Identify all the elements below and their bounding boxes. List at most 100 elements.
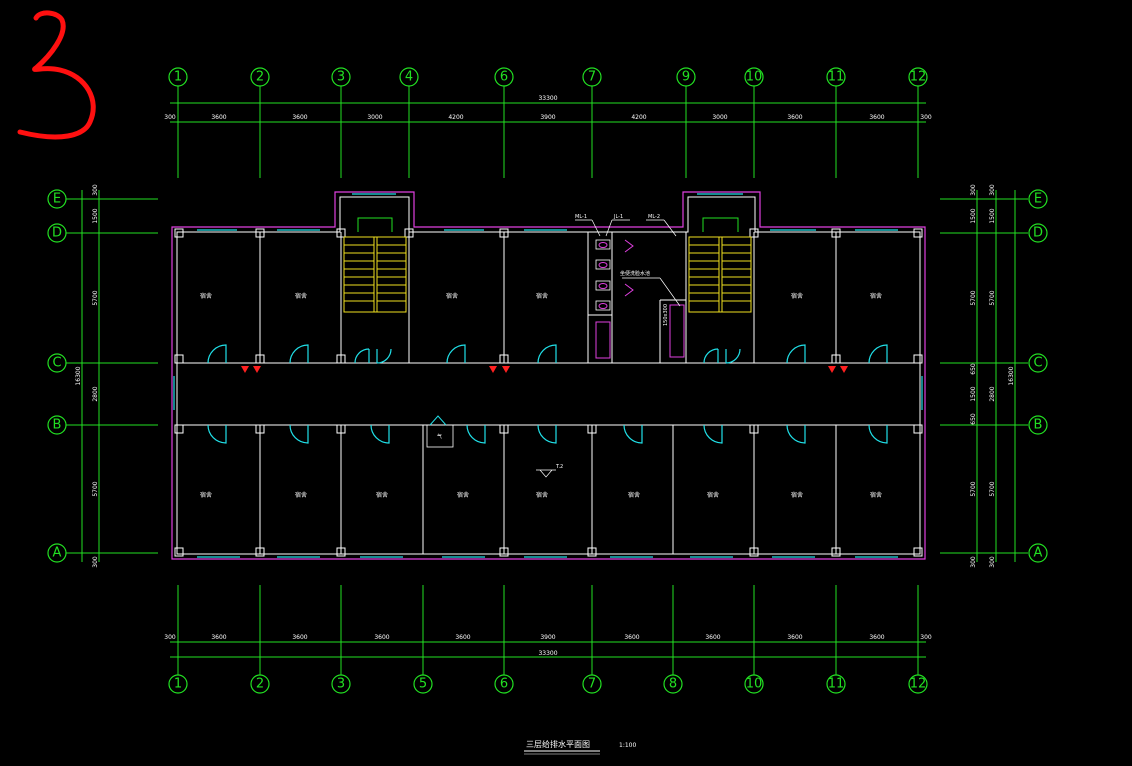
svg-text:12: 12 [910, 70, 927, 85]
svg-text:宿舍: 宿舍 [376, 491, 388, 499]
svg-text:3: 3 [337, 677, 345, 692]
dimension-lines-top [170, 102, 926, 123]
svg-text:宿舍: 宿舍 [870, 491, 882, 499]
svg-text:3600: 3600 [787, 634, 802, 641]
svg-text:宿舍: 宿舍 [536, 292, 548, 300]
svg-text:8: 8 [669, 677, 677, 692]
svg-text:C: C [52, 356, 61, 371]
svg-text:宿舍: 宿舍 [791, 292, 803, 300]
grid-lines-vertical [177, 86, 919, 676]
grid-lines-horizontal [66, 198, 1028, 554]
washroom-fixtures [588, 239, 686, 363]
axis-bubbles-bottom: 1 2 3 5 6 7 8 10 11 12 [168, 674, 928, 694]
svg-text:3000: 3000 [367, 114, 382, 121]
svg-text:2: 2 [256, 677, 264, 692]
pipe-label-ml2: ML-2 [648, 214, 660, 220]
pipe-label-ml1: ML-1 [575, 214, 587, 220]
pipe-leaders [575, 219, 681, 307]
axis-bubbles-left: E D C B A [47, 189, 67, 563]
dimension-lines-left [81, 190, 100, 562]
svg-text:300: 300 [164, 114, 176, 121]
svg-text:3000: 3000 [712, 114, 727, 121]
fire-hydrants [241, 366, 848, 373]
dim-right-total: 16300 [1008, 366, 1015, 385]
svg-text:宿舍: 宿舍 [200, 491, 212, 499]
dim-bottom-total: 33300 [538, 650, 557, 657]
svg-text:B: B [1034, 418, 1043, 433]
svg-text:3600: 3600 [787, 114, 802, 121]
doors-south [207, 424, 888, 444]
svg-text:11: 11 [828, 677, 845, 692]
svg-text:300: 300 [920, 634, 932, 641]
svg-text:3900: 3900 [540, 634, 555, 641]
svg-text:650: 650 [970, 413, 977, 425]
handwritten-number-3 [17, 10, 96, 140]
svg-text:4: 4 [405, 70, 413, 85]
axis-bubbles-top: 1 2 3 4 6 7 9 10 11 12 [168, 67, 928, 87]
floor-level-label: T.2 [555, 464, 563, 470]
svg-text:3600: 3600 [869, 114, 884, 121]
room-labels-south: 宿舍 宿舍 宿舍 宿舍 宿舍 宿舍 宿舍 宿舍 宿舍 [200, 491, 882, 499]
svg-text:300: 300 [164, 634, 176, 641]
north-partitions [259, 232, 837, 363]
svg-text:宿舍: 宿舍 [200, 292, 212, 300]
south-partitions [259, 425, 837, 554]
svg-text:宿舍: 宿舍 [295, 292, 307, 300]
svg-text:650: 650 [970, 363, 977, 375]
gas-label: 气 [437, 433, 442, 440]
svg-text:300: 300 [92, 556, 99, 568]
dim-top-total: 33300 [538, 95, 557, 102]
svg-text:3: 3 [337, 70, 345, 85]
corridor-walls [177, 362, 920, 426]
dim-left-total: 16300 [75, 366, 82, 385]
svg-text:12: 12 [910, 677, 927, 692]
svg-text:10: 10 [746, 70, 763, 85]
svg-text:宿舍: 宿舍 [295, 491, 307, 499]
svg-text:5700: 5700 [989, 290, 996, 305]
svg-text:5700: 5700 [92, 481, 99, 496]
structural-columns [174, 228, 923, 557]
svg-text:10: 10 [746, 677, 763, 692]
dim-top-segments: 300 3600 3600 3000 4200 3900 4200 3000 3… [164, 114, 932, 121]
svg-text:3600: 3600 [374, 634, 389, 641]
svg-text:3600: 3600 [705, 634, 720, 641]
room-labels-north: 宿舍 宿舍 宿舍 宿舍 宿舍 宿舍 [200, 292, 882, 300]
svg-text:3600: 3600 [292, 114, 307, 121]
svg-text:4200: 4200 [448, 114, 463, 121]
svg-text:300: 300 [970, 184, 977, 196]
fixture-label: 坐便洗脸水池 [620, 270, 650, 277]
svg-text:E: E [1034, 192, 1042, 207]
svg-text:1500: 1500 [970, 386, 977, 401]
svg-text:宿舍: 宿舍 [536, 491, 548, 499]
svg-text:1500: 1500 [92, 208, 99, 223]
svg-text:9: 9 [682, 70, 690, 85]
windows-north [197, 193, 898, 231]
dimension-lines-right [976, 190, 1016, 562]
svg-text:3900: 3900 [540, 114, 555, 121]
svg-text:5700: 5700 [970, 481, 977, 496]
svg-text:1500: 1500 [970, 208, 977, 223]
svg-text:7: 7 [588, 677, 596, 692]
svg-text:2800: 2800 [989, 386, 996, 401]
svg-text:2: 2 [256, 70, 264, 85]
gas-box [426, 415, 454, 448]
svg-text:300: 300 [989, 556, 996, 568]
stair-landings [357, 217, 739, 232]
building-outline [171, 191, 926, 560]
svg-text:300: 300 [92, 184, 99, 196]
svg-text:A: A [53, 546, 62, 561]
svg-text:1: 1 [174, 70, 182, 85]
svg-text:3600: 3600 [624, 634, 639, 641]
svg-text:5700: 5700 [989, 481, 996, 496]
svg-text:宿舍: 宿舍 [457, 491, 469, 499]
svg-text:宿舍: 宿舍 [628, 491, 640, 499]
svg-text:300: 300 [989, 184, 996, 196]
svg-text:宿舍: 宿舍 [791, 491, 803, 499]
svg-text:5700: 5700 [970, 290, 977, 305]
svg-text:11: 11 [828, 70, 845, 85]
dim-left-segments: 300 1500 5700 2800 5700 300 [92, 184, 99, 568]
svg-text:5700: 5700 [92, 290, 99, 305]
svg-text:300: 300 [970, 556, 977, 568]
svg-text:宿舍: 宿舍 [707, 491, 719, 499]
svg-text:3600: 3600 [455, 634, 470, 641]
